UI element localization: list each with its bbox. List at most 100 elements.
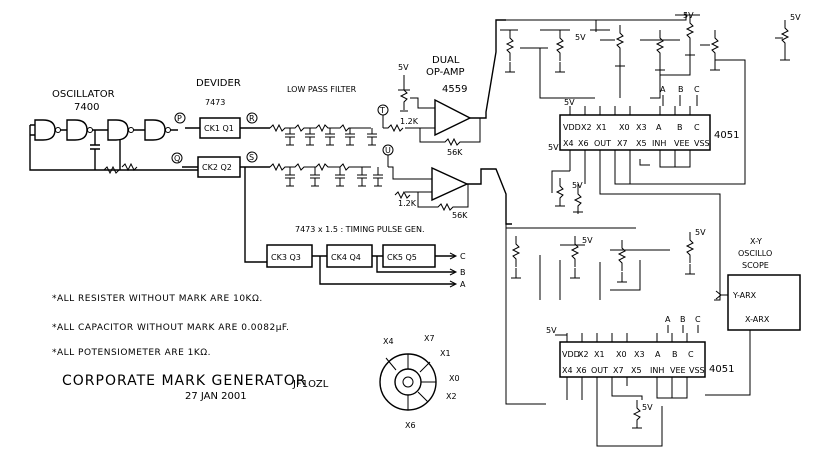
supply-5v-pot-right: 5V xyxy=(790,13,801,22)
mux-bottom-pin-a: A xyxy=(655,350,661,359)
mux-top-pin-x2: X2 xyxy=(581,123,592,132)
supply-5v-pot1: 5V xyxy=(575,33,586,42)
mark-inner-ring xyxy=(394,368,422,396)
node-p-label: P xyxy=(177,114,182,123)
mux-top-ctrl-c: C xyxy=(694,85,700,94)
opamp-upper-triangle xyxy=(434,98,472,137)
opamp-r2-label: 56K xyxy=(447,148,463,157)
supply-5v-opamp: 5V xyxy=(398,63,409,72)
mux-top-ctrl-a: A xyxy=(660,85,666,94)
opamp-r1-label: 1.2K xyxy=(400,117,419,126)
mark-label-x4: X4 xyxy=(383,337,394,346)
mux-top-supply: 5V xyxy=(564,98,575,107)
supply-5v-pot-bot1: 5V xyxy=(582,236,593,245)
mux-bottom-pin-x0: X0 xyxy=(616,350,627,359)
mux-bottom-pin-inh: INH xyxy=(650,366,664,375)
mux-bottom-pin-x5: X5 xyxy=(631,366,642,375)
mux-top-pin-x0: X0 xyxy=(619,123,630,132)
opamp-r4-label: 56K xyxy=(452,211,468,220)
opamp-lower-triangle xyxy=(431,166,469,202)
mux-bottom-pin-x7: X7 xyxy=(613,366,624,375)
nand-gate-2 xyxy=(66,119,88,141)
oscillator-section: OSCILLATOR 7400 P Q xyxy=(29,89,200,175)
nand-gate-4 xyxy=(144,119,166,141)
mux-bottom-pin-x2: X2 xyxy=(578,350,589,359)
note-potentiometer: *ALL POTENSIOMETER ARE 1KΩ. xyxy=(52,348,211,358)
corporate-mark-sketch: X4 X7 X1 X0 X2 X6 xyxy=(379,334,460,430)
mux-top-pin-out: OUT xyxy=(594,139,611,148)
node-q-label: Q xyxy=(174,154,180,163)
timing-out-b: B xyxy=(460,268,466,277)
node-u-label: U xyxy=(385,146,391,155)
opamp-label-line2: OP-AMP xyxy=(426,67,465,78)
oscilloscope-section: X-Y OSCILLO SCOPE Y-ARX X-ARX xyxy=(715,237,801,331)
mux-bottom-chip xyxy=(559,341,706,378)
mark-label-x2: X2 xyxy=(446,392,457,401)
mux-bottom-ctrl-a: A xyxy=(665,315,671,324)
timing-out-c: C xyxy=(460,252,466,261)
opamp-chip-label: 4559 xyxy=(442,84,467,95)
note-resistor: *ALL RESISTER WITHOUT MARK ARE 10KΩ. xyxy=(52,294,263,304)
mux-top-pin-x4: X4 xyxy=(563,139,574,148)
mux-top-pin-x7: X7 xyxy=(617,139,628,148)
mux-top-pin-vdd: VDD xyxy=(563,123,581,132)
supply-5v-mux-bottom: 5V xyxy=(642,403,653,412)
lowpass-filter-section: LOW PASS FILTER T U xyxy=(269,85,394,187)
opamp-section: DUAL OP-AMP 4559 5V 1.2K 56K 1.2K 56K xyxy=(383,19,512,225)
mux-bottom-pin-vee: VEE xyxy=(670,366,686,375)
mux-top-pin-a: A xyxy=(656,123,662,132)
mux-bottom-pin-c: C xyxy=(688,350,694,359)
nand-gate-3 xyxy=(107,119,129,141)
scope-label-line2: OSCILLO xyxy=(738,249,772,258)
divider-label: DEVIDER xyxy=(196,78,241,89)
supply-5v-pot3: 5V xyxy=(683,11,694,20)
scope-box xyxy=(727,274,801,331)
mux-bottom-pin-b: B xyxy=(672,350,678,359)
mux-top-pin-x5: X5 xyxy=(636,139,647,148)
title-line1: CORPORATE MARK GENERATOR xyxy=(62,373,306,389)
lowpass-label: LOW PASS FILTER xyxy=(287,85,357,94)
mux-bottom-pin-x3: X3 xyxy=(634,350,645,359)
mux-bottom-supply: 5V xyxy=(546,326,557,335)
mark-label-x6: X6 xyxy=(405,421,416,430)
mux-top-pin-vss: VSS xyxy=(694,139,710,148)
node-t-label: T xyxy=(379,106,385,115)
timing-label: 7473 x 1.5 : TIMING PULSE GEN. xyxy=(295,225,425,234)
title-section: CORPORATE MARK GENERATOR 27 JAN 2001 JF1… xyxy=(62,373,329,402)
mux-bottom-pin-out: OUT xyxy=(591,366,608,375)
mux-top-pin-b: B xyxy=(677,123,683,132)
mark-label-x1: X1 xyxy=(440,349,451,358)
timing-ck5-label: CK5 Q5 xyxy=(387,253,417,262)
divider-chip-label: 7473 xyxy=(205,98,225,107)
mux-top-chip xyxy=(559,114,711,151)
mux-bottom-chip-label: 4051 xyxy=(709,364,734,375)
mark-label-x0: X0 xyxy=(449,374,460,383)
opamp-label-line1: DUAL xyxy=(432,55,460,66)
flipflop-ck1-label: CK1 Q1 xyxy=(204,124,234,133)
timing-ck3-label: CK3 Q3 xyxy=(271,253,301,262)
mux-bottom-section: 5V 5V 5V VDD X2 X1 X0 X3 A B C A B C X4 … xyxy=(505,224,760,447)
mux-top-pin-inh: INH xyxy=(652,139,666,148)
mux-top-pin-c: C xyxy=(694,123,700,132)
mux-top-section: 5V 5V 5V 5V VDD X2 X1 X0 X3 A B C A B C … xyxy=(496,11,801,301)
mux-bottom-pin-vdd: VDD xyxy=(562,350,580,359)
mux-top-chip-label: 4051 xyxy=(714,130,739,141)
notes-section: *ALL RESISTER WITHOUT MARK ARE 10KΩ. *AL… xyxy=(52,294,290,358)
mux-bottom-pin-x6: X6 xyxy=(576,366,587,375)
divider-section: DEVIDER 7473 CK1 Q1 CK2 Q2 R S xyxy=(182,78,270,263)
mux-bottom-ctrl-b: B xyxy=(680,315,686,324)
mux-bottom-pin-x1: X1 xyxy=(594,350,605,359)
timing-ck4-label: CK4 Q4 xyxy=(331,253,361,262)
oscillator-label: OSCILLATOR xyxy=(52,89,115,100)
mux-top-pin-x6: X6 xyxy=(578,139,589,148)
node-s-label: S xyxy=(249,153,254,162)
mux-bottom-pin-vss: VSS xyxy=(689,366,705,375)
note-capacitor: *ALL CAPACITOR WITHOUT MARK ARE 0.0082μF… xyxy=(52,323,290,333)
scope-y-input: Y-ARX xyxy=(732,291,757,300)
mux-bottom-pin-x4: X4 xyxy=(562,366,573,375)
mux-bottom-ctrl-c: C xyxy=(695,315,701,324)
mux-top-ctrl-b: B xyxy=(678,85,684,94)
supply-5v-mux-top-left: 5V xyxy=(548,143,559,152)
timing-section: 7473 x 1.5 : TIMING PULSE GEN. CK3 Q3 CK… xyxy=(266,225,466,289)
